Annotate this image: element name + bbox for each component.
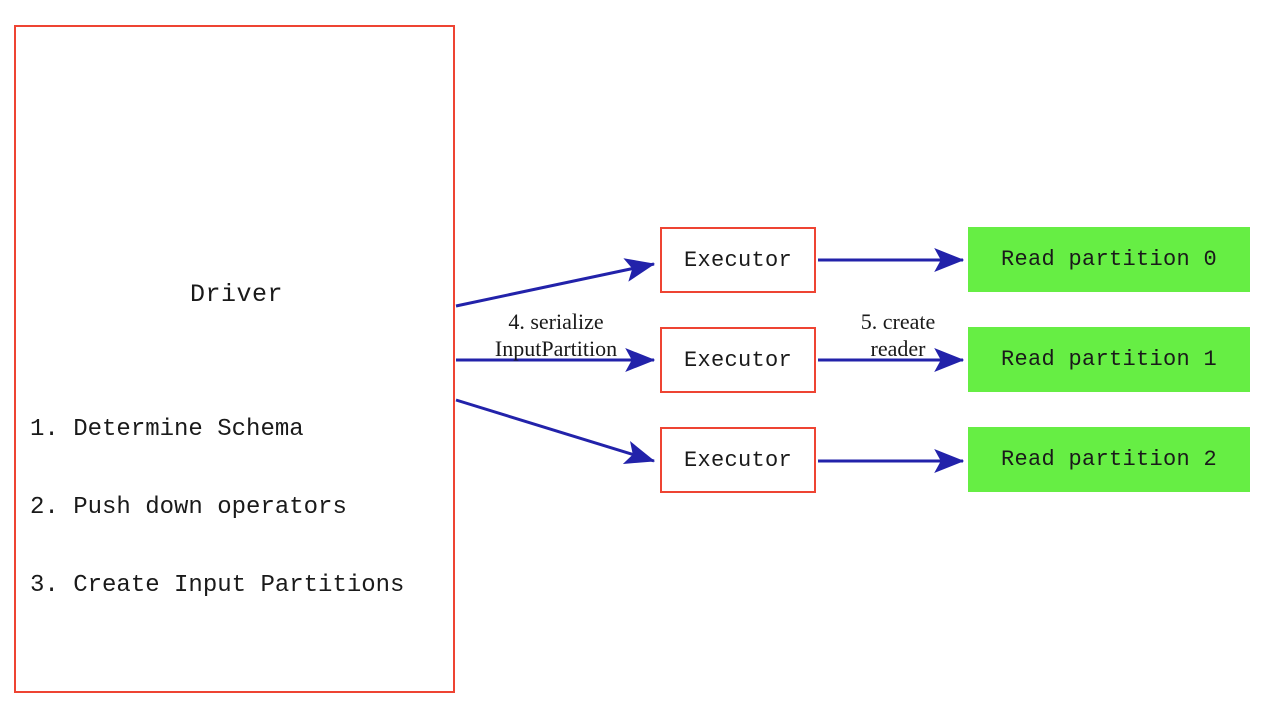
driver-step-3: 3. Create Input Partitions bbox=[30, 572, 405, 599]
driver-box: Driver 1. Determine Schema 2. Push down … bbox=[14, 25, 455, 693]
arrow-driver-to-executor-1 bbox=[455, 258, 656, 308]
partition-box-2: Read partition 2 bbox=[968, 427, 1250, 492]
driver-step-2: 2. Push down operators bbox=[30, 494, 347, 521]
executor-box-1: Executor bbox=[660, 227, 816, 293]
arrow-driver-to-executor-3 bbox=[455, 398, 656, 464]
executor-box-3: Executor bbox=[660, 427, 816, 493]
driver-steps-list: 1. Determine Schema 2. Push down operato… bbox=[30, 365, 404, 651]
driver-step-1: 1. Determine Schema bbox=[30, 416, 304, 443]
edge-label-create-reader: 5. create reader bbox=[860, 309, 936, 361]
edge-label-serialize: 4. serialize InputPartition bbox=[494, 309, 618, 361]
partition-box-0: Read partition 0 bbox=[968, 227, 1250, 292]
partition-box-1: Read partition 1 bbox=[968, 327, 1250, 392]
driver-label: Driver bbox=[189, 280, 283, 309]
executor-box-2: Executor bbox=[660, 327, 816, 393]
